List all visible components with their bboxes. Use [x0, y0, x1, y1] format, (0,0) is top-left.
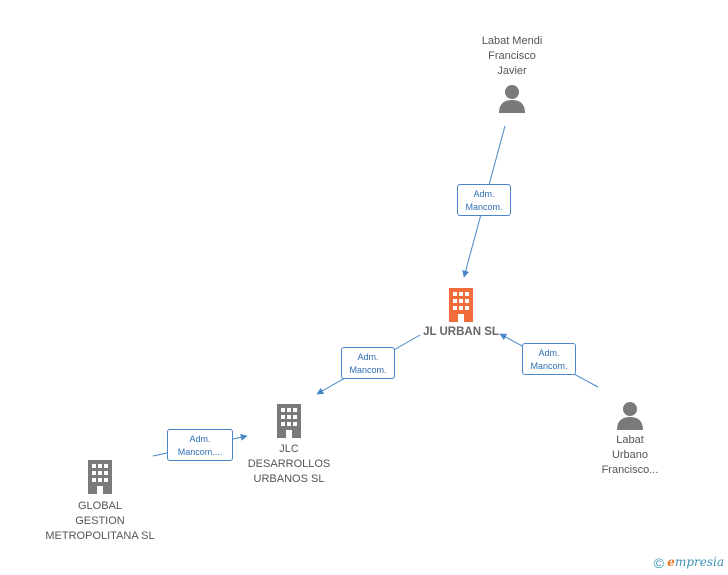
- node-global-gestion[interactable]: GLOBAL GESTION METROPOLITANA SL: [36, 459, 164, 544]
- person-icon: [617, 402, 643, 430]
- node-labat-mendi-label: Labat Mendi Francisco Javier: [481, 35, 543, 77]
- node-labat-urbano-label: Labat Urbano Francisco...: [601, 434, 659, 476]
- node-jl-urban[interactable]: JL URBAN SL: [405, 287, 517, 340]
- edge-label-labat-mendi-jl-urban[interactable]: Adm. Mancom.: [457, 184, 511, 216]
- edge-label-labat-urbano-jl-urban[interactable]: Adm. Mancom.: [522, 343, 576, 375]
- person-icon: [499, 85, 525, 113]
- edge-label-global-jlc[interactable]: Adm. Mancom....: [167, 429, 233, 461]
- node-jlc-desarrollos-label: JLC DESARROLLOS URBANOS SL: [247, 443, 331, 485]
- building-icon: [88, 460, 112, 494]
- node-labat-mendi[interactable]: Labat Mendi Francisco Javier: [458, 34, 566, 113]
- building-icon: [277, 404, 301, 438]
- brand-logo-text: mpresia: [674, 555, 724, 570]
- node-jlc-desarrollos[interactable]: JLC DESARROLLOS URBANOS SL: [237, 403, 341, 487]
- footer-brand: © empresia: [654, 555, 724, 571]
- edge-label-jl-urban-jlc[interactable]: Adm. Mancom.: [341, 347, 395, 379]
- node-jl-urban-label: JL URBAN SL: [423, 326, 499, 338]
- copyright-icon: ©: [653, 555, 664, 571]
- node-global-gestion-label: GLOBAL GESTION METROPOLITANA SL: [45, 500, 155, 542]
- node-labat-urbano[interactable]: Labat Urbano Francisco...: [583, 400, 677, 478]
- building-icon: [449, 288, 473, 322]
- brand-logo-initial: e: [667, 555, 675, 570]
